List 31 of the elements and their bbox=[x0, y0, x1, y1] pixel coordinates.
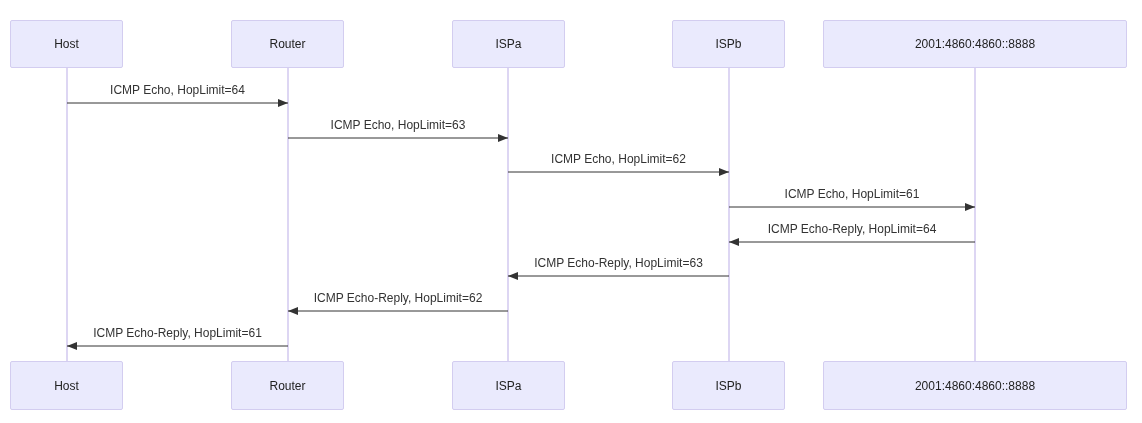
message-label: ICMP Echo, HopLimit=63 bbox=[328, 118, 468, 132]
message-arrow bbox=[507, 168, 730, 176]
participant-box: ISPb bbox=[672, 20, 785, 68]
message-arrow bbox=[66, 99, 289, 107]
participant-box: Host bbox=[10, 361, 123, 410]
lifeline bbox=[728, 68, 730, 361]
lifeline bbox=[974, 68, 976, 361]
participant-box: ISPb bbox=[672, 361, 785, 410]
participant-box: ISPa bbox=[452, 20, 565, 68]
message-arrow bbox=[287, 134, 509, 142]
participant-box: 2001:4860:4860::8888 bbox=[823, 20, 1127, 68]
message-label: ICMP Echo-Reply, HopLimit=63 bbox=[532, 256, 705, 270]
message-arrow bbox=[66, 342, 289, 350]
message-arrow bbox=[287, 307, 509, 315]
participant-box: ISPa bbox=[452, 361, 565, 410]
participant-box: Router bbox=[231, 20, 344, 68]
message-arrow bbox=[507, 272, 730, 280]
message-label: ICMP Echo-Reply, HopLimit=61 bbox=[91, 326, 264, 340]
message-label: ICMP Echo-Reply, HopLimit=62 bbox=[311, 291, 485, 305]
lifeline bbox=[507, 68, 509, 361]
message-arrow bbox=[728, 203, 976, 211]
message-label: ICMP Echo, HopLimit=61 bbox=[782, 187, 922, 201]
participant-box: 2001:4860:4860::8888 bbox=[823, 361, 1127, 410]
message-label: ICMP Echo, HopLimit=62 bbox=[549, 152, 688, 166]
lifeline bbox=[287, 68, 289, 361]
participant-box: Host bbox=[10, 20, 123, 68]
participant-box: Router bbox=[231, 361, 344, 410]
message-label: ICMP Echo, HopLimit=64 bbox=[108, 83, 247, 97]
lifeline bbox=[66, 68, 68, 361]
message-arrow bbox=[728, 238, 976, 246]
message-label: ICMP Echo-Reply, HopLimit=64 bbox=[765, 222, 939, 236]
